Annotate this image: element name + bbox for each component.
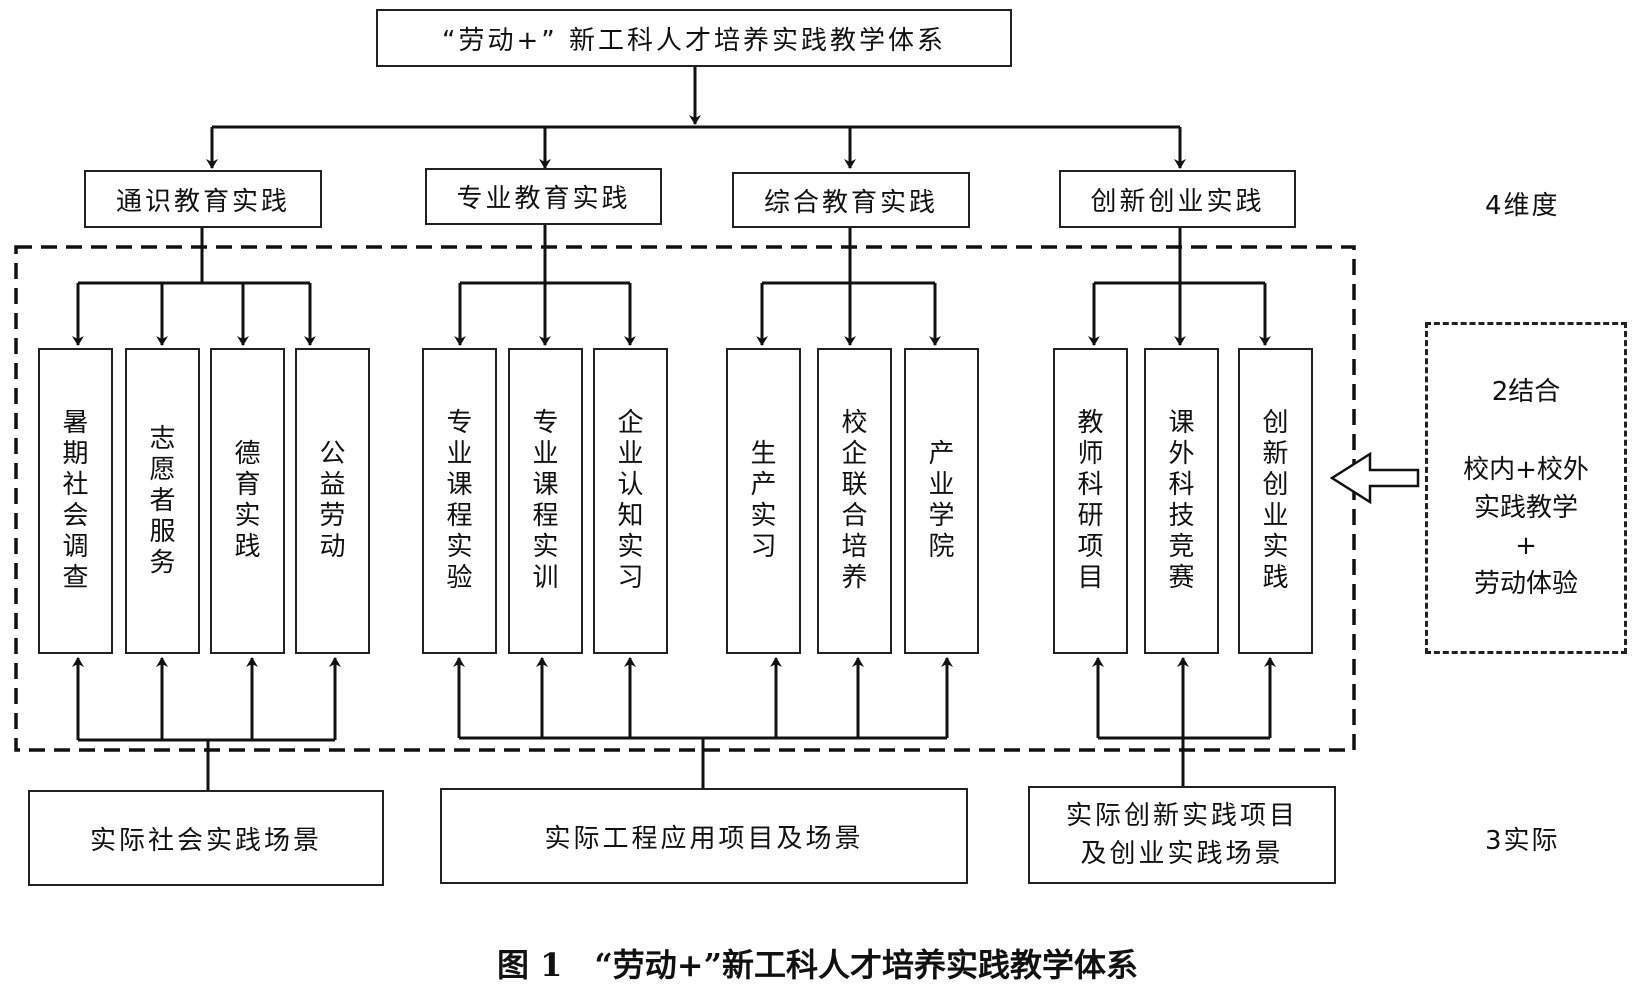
leaf-summer-survey: 暑期社会调查 bbox=[38, 348, 113, 654]
combine-line-1: 校内+校外 bbox=[1463, 455, 1589, 485]
label-combine: 2结合 bbox=[1491, 377, 1561, 407]
combine-box: 2结合 校内+校外 实践教学 + 劳动体验 bbox=[1425, 322, 1627, 654]
combine-line-4: 劳动体验 bbox=[1473, 569, 1578, 599]
leaf-teacher-research: 教师科研项目 bbox=[1053, 348, 1128, 654]
leaf-volunteer: 志愿者服务 bbox=[125, 348, 200, 654]
hollow-left-arrow bbox=[1329, 451, 1420, 505]
leaf-course-training: 专业课程实训 bbox=[508, 348, 583, 654]
combine-line-2: 实践教学 bbox=[1473, 493, 1578, 523]
scene-engineering: 实际工程应用项目及场景 bbox=[440, 788, 968, 884]
dimension-professional: 专业教育实践 bbox=[425, 168, 662, 225]
leaf-innovation-practice: 创新创业实践 bbox=[1238, 348, 1313, 654]
leaf-public-labor: 公益劳动 bbox=[295, 348, 370, 654]
leaf-industry-college: 产业学院 bbox=[904, 348, 979, 654]
leaf-joint-training: 校企联合培养 bbox=[817, 348, 892, 654]
diagram-title: “劳动+” 新工科人才培养实践教学体系 bbox=[376, 9, 1012, 67]
combine-line-3: + bbox=[1515, 531, 1537, 561]
leaf-course-experiment: 专业课程实验 bbox=[422, 348, 497, 654]
scene-social: 实际社会实践场景 bbox=[28, 790, 384, 886]
scene-innovation: 实际创新实践项目 及创业实践场景 bbox=[1028, 786, 1336, 884]
dimension-innovation: 创新创业实践 bbox=[1059, 170, 1296, 228]
figure-caption: 图 1 “劳动+”新工科人才培养实践教学体系 bbox=[496, 946, 1139, 984]
label-dimension: 4维度 bbox=[1485, 191, 1560, 221]
leaf-tech-competition: 课外科技竞赛 bbox=[1144, 348, 1219, 654]
label-actual: 3实际 bbox=[1485, 826, 1560, 856]
dimension-comprehensive: 综合教育实践 bbox=[732, 172, 970, 228]
leaf-production-internship: 生产实习 bbox=[726, 348, 801, 654]
leaf-enterprise-internship: 企业认知实习 bbox=[593, 348, 668, 654]
dimension-general: 通识教育实践 bbox=[84, 170, 322, 228]
leaf-moral-practice: 德育实践 bbox=[210, 348, 285, 654]
